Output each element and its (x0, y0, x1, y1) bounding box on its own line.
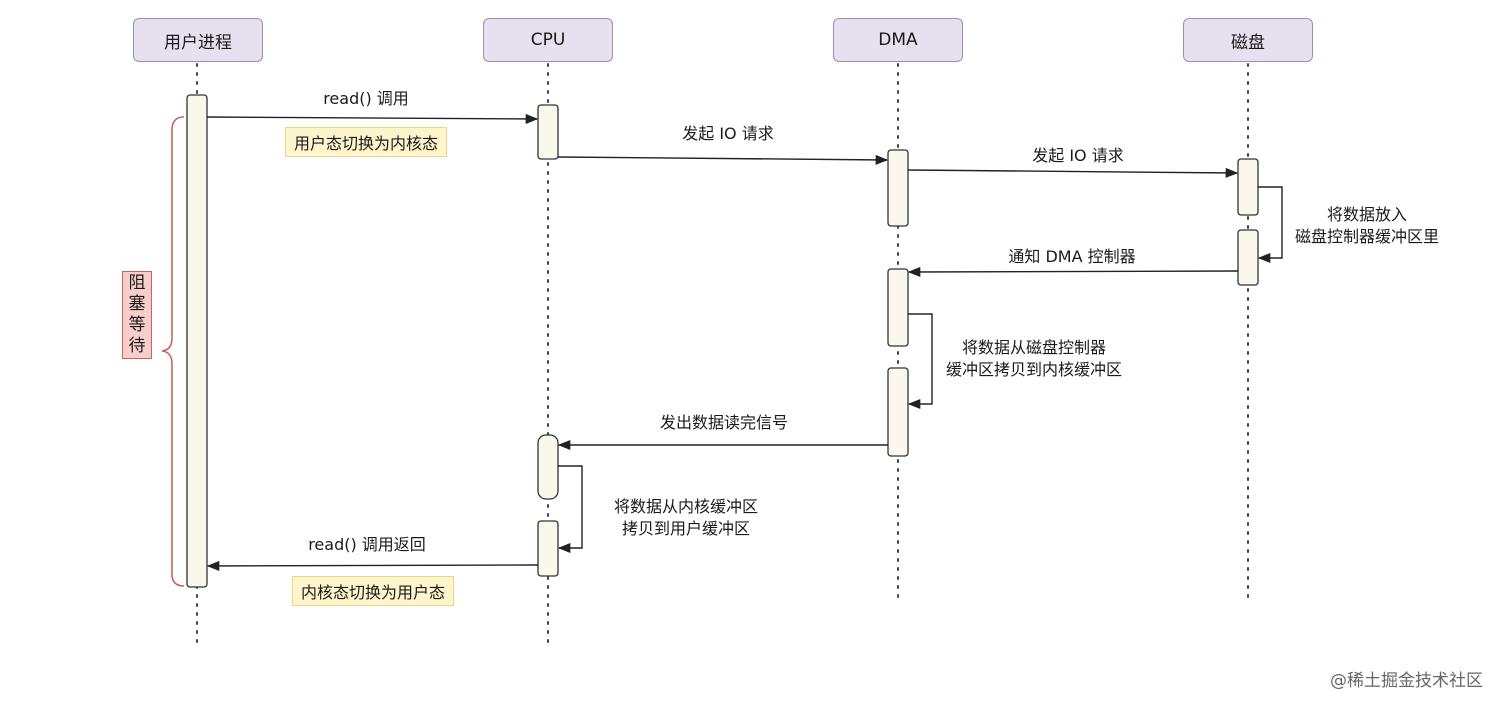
actor-dma: DMA (833, 18, 963, 62)
activation-user (186, 94, 208, 588)
activation-disk-1 (1237, 158, 1259, 216)
arrow-self-dma (907, 313, 933, 410)
note-dma-copy-line-2: 缓冲区拷贝到内核缓冲区 (945, 360, 1123, 379)
arrow-io-request-cpu (557, 154, 889, 165)
label-read-done-signal: 发出数据读完信号 (659, 413, 789, 432)
arrow-read-call (206, 113, 539, 124)
arrow-io-request-dma (907, 167, 1239, 178)
note-cpu-copy: 将数据从内核缓冲区 拷贝到用户缓冲区 (614, 496, 758, 540)
note-user-to-kernel: 用户态切换为内核态 (285, 127, 448, 157)
note-disk-buffer-line-2: 磁盘控制器缓冲区里 (1294, 227, 1440, 246)
actor-cpu: CPU (483, 18, 613, 62)
blocking-char-1: 阻 (128, 273, 146, 293)
label-notify-dma: 通知 DMA 控制器 (1008, 247, 1136, 266)
blocking-char-3: 等 (128, 315, 146, 335)
blocking-char-4: 待 (128, 336, 146, 356)
watermark: @稀土掘金技术社区 (1330, 671, 1483, 691)
note-dma-copy: 将数据从磁盘控制器 缓冲区拷贝到内核缓冲区 (946, 337, 1122, 381)
arrow-notify-dma (907, 266, 1239, 278)
arrow-read-return (206, 560, 539, 572)
note-disk-buffer-line-1: 将数据放入 (1326, 205, 1408, 224)
note-dma-copy-line-1: 将数据从磁盘控制器 (961, 338, 1107, 357)
note-cpu-copy-line-2: 拷贝到用户缓冲区 (621, 519, 751, 538)
blocking-char-2: 塞 (128, 294, 146, 314)
arrow-self-disk (1257, 186, 1283, 264)
activation-dma-3 (887, 367, 909, 457)
blocking-wait-box: 阻 塞 等 待 (122, 271, 152, 359)
label-io-request-dma: 发起 IO 请求 (1032, 146, 1124, 165)
blocking-brace (161, 116, 185, 587)
arrow-self-cpu (557, 465, 583, 554)
note-kernel-to-user: 内核态切换为用户态 (292, 576, 455, 606)
activation-cpu-1 (537, 104, 559, 160)
actor-disk: 磁盘 (1183, 18, 1313, 62)
activation-cpu-2 (537, 434, 559, 500)
label-read-call: read() 调用 (323, 89, 409, 108)
activation-dma-2 (887, 268, 909, 347)
note-cpu-copy-line-1: 将数据从内核缓冲区 (613, 497, 759, 516)
label-read-return: read() 调用返回 (308, 535, 426, 554)
label-io-request-cpu: 发起 IO 请求 (682, 124, 774, 143)
activation-disk-2 (1237, 229, 1259, 286)
note-disk-buffer: 将数据放入 磁盘控制器缓冲区里 (1295, 204, 1439, 248)
activation-cpu-3 (537, 520, 559, 577)
actor-user-process: 用户进程 (133, 18, 263, 62)
activation-dma-1 (887, 149, 909, 227)
